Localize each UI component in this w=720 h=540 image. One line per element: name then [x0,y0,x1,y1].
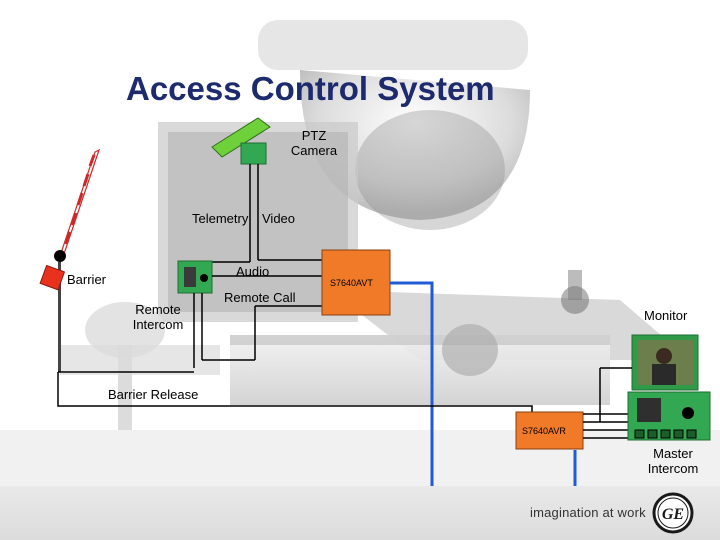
page-title: Access Control System [126,70,495,107]
video-link-line [390,281,577,490]
master-intercom-label-line2: Intercom [647,461,699,476]
footer-tagline: imagination at work [530,505,646,520]
barrier-arm [39,148,101,372]
remote-call-label: Remote Call [224,290,296,305]
receiver-module [515,411,584,450]
master-intercom-label-line1: Master [653,446,693,461]
ptz-camera-label-line2: Camera [290,143,338,158]
barrier-label: Barrier [67,272,107,287]
ge-logo-icon: GE [652,492,694,534]
ptz-camera-label-line1: PTZ [301,128,327,143]
remote-intercom-label: Remote Intercom [126,302,190,332]
transmitter-module [321,249,391,316]
monitor-device [631,334,699,391]
master-intercom-label: Master Intercom [638,446,708,476]
barrier-release-line [57,372,533,440]
ptz-camera-label: PTZ Camera [288,128,340,158]
ge-logo-text: GE [662,506,684,523]
master-intercom-device [627,391,711,441]
audio-label: Audio [236,264,270,279]
receiver-label: S7640AVR [522,426,566,436]
transmitter-label: S7640AVT [330,278,373,288]
barrier-release-label: Barrier Release [108,387,199,402]
remote-intercom-label-line1: Remote [135,302,181,317]
video-label: Video [262,211,296,226]
footer-bar [0,486,720,540]
remote-intercom-device [177,260,213,294]
remote-intercom-label-line2: Intercom [132,317,184,332]
ptz-camera-icon [211,117,271,165]
telemetry-label: Telemetry [192,211,249,226]
monitor-label: Monitor [644,308,688,323]
